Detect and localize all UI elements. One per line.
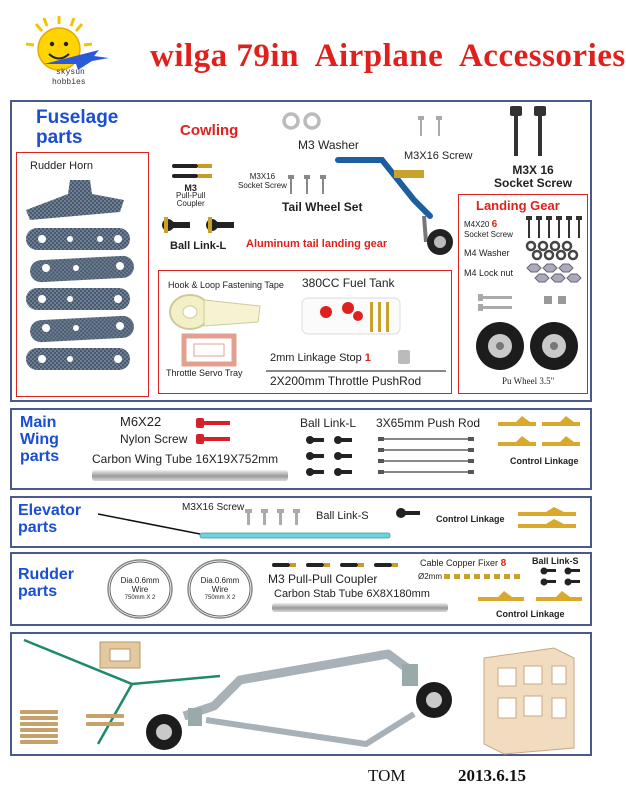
fuel-kit-box xyxy=(158,270,452,394)
main-wing-section xyxy=(10,408,592,490)
hardware-section xyxy=(10,632,592,756)
logo-text-bottom: hobbies xyxy=(52,78,86,87)
date-label: 2013.6.15 xyxy=(458,766,526,785)
screw-icon xyxy=(418,116,442,136)
rudder-control-linkage-label: Control Linkage xyxy=(496,609,565,619)
rudder-ball-link-icon xyxy=(540,567,580,586)
rudder-coupler-label: M3 Pull-Pull Coupler xyxy=(268,572,378,586)
nylon-screw-icon xyxy=(196,418,230,444)
stab-tube-icon xyxy=(272,603,448,612)
rudder-horn-parts xyxy=(26,180,134,370)
elevator-section xyxy=(10,496,592,548)
page-title: wilga 79in Airplane Accessories xyxy=(150,38,626,74)
pushrod-label: 2X200mm Throttle PushRod xyxy=(270,374,422,388)
control-linkage-wing-label: Control Linkage xyxy=(510,456,579,466)
linkage-stop-icon xyxy=(398,350,410,364)
landing-gear-box xyxy=(458,194,588,394)
tape-roll-icon xyxy=(169,294,261,330)
small-screws-icon xyxy=(288,175,326,194)
ball-link-l-wing-label: Ball Link-L xyxy=(300,416,357,430)
carbon-wing-tube-icon xyxy=(92,470,288,481)
elevator-ball-link-icon xyxy=(396,508,420,518)
wire-coil-icon xyxy=(107,559,173,619)
push-rod-label: 3X65mm Push Rod xyxy=(376,416,481,430)
logo-text-top: skysun xyxy=(56,68,85,77)
rudder-coupler-icon xyxy=(272,563,398,567)
elevator-control-linkage-label: Control Linkage xyxy=(436,514,505,524)
rudder-horn-box xyxy=(16,152,149,397)
pushrod-wire-icon xyxy=(266,370,446,372)
m6x22-label: M6X22 xyxy=(120,414,162,429)
fuel-tank-label: 380CC Fuel Tank xyxy=(302,276,395,290)
axle-bolts-icon xyxy=(478,294,566,311)
m3-coupler-label: M3 Pull-Pull Coupler xyxy=(176,183,206,208)
main-wing-heading: Main Wing parts xyxy=(20,414,60,465)
washer-icon xyxy=(282,112,321,130)
coupler-icon xyxy=(172,164,212,178)
pu-wheel-label: Pu Wheel 3.5" xyxy=(502,376,555,386)
throttle-tray-label: Throttle Servo Tray xyxy=(166,368,243,378)
m4-lock-nut-label: M4 Lock nut xyxy=(464,268,514,278)
wire-coil-icon-2 xyxy=(187,559,253,619)
ball-link-l-label: Ball Link-L xyxy=(170,240,227,252)
hardware-parts-illustration xyxy=(20,638,575,755)
cable-fixer-dia-label: Ø2mm xyxy=(418,572,442,581)
socket-screw-icon xyxy=(510,106,546,156)
linkage-stop-label: 2mm Linkage Stop 1 xyxy=(270,352,371,364)
tail-wheel-set-label: Tail Wheel Set xyxy=(282,200,363,214)
elevator-ball-link-label: Ball Link-S xyxy=(316,510,369,522)
logo: skysun hobbies xyxy=(14,14,124,94)
stab-tube-label: Carbon Stab Tube 6X8X180mm xyxy=(274,588,430,600)
rudder-horn-label: Rudder Horn xyxy=(30,160,93,172)
carbon-wing-tube-label: Carbon Wing Tube 16X19X752mm xyxy=(92,452,279,466)
fuselage-heading: Fuselage parts xyxy=(36,107,119,148)
m3-washer-label: M3 Washer xyxy=(298,138,359,152)
m4-washer-label: M4 Washer xyxy=(464,248,510,258)
servo-tray-icon xyxy=(181,333,237,367)
cowling-label: Cowling xyxy=(180,122,239,139)
elevator-screws-icon xyxy=(245,509,300,525)
wire-label-2: Dia.0.6mm Wire 750mm X 2 xyxy=(200,576,240,601)
landing-gear-heading: Landing Gear xyxy=(476,198,560,213)
ball-link-icon xyxy=(162,217,234,233)
ball-link-wing-icon xyxy=(306,436,352,476)
cable-fixer-icon xyxy=(444,574,520,579)
aluminum-gear-label: Aluminum tail landing gear xyxy=(246,238,388,250)
fuselage-section xyxy=(10,100,592,402)
rudder-control-horn-icon xyxy=(478,591,582,601)
wire-label-1: Dia.0.6mm Wire 750mm X 2 xyxy=(120,576,160,601)
control-horn-wing-icon xyxy=(498,416,580,446)
tail-gear-icon xyxy=(335,157,453,255)
rudder-ball-link-label: Ball Link-S xyxy=(532,556,579,566)
elevator-m3x16-label: M3X16 Screw xyxy=(182,502,245,513)
fuel-tank-icon xyxy=(301,297,401,335)
m3x16-socket-small-label: M3X16 Socket Screw xyxy=(238,172,287,190)
sun-logo-icon xyxy=(25,16,109,71)
nylon-screw-label: Nylon Screw xyxy=(120,432,188,446)
pu-wheel-icon xyxy=(476,322,578,370)
lock-nut-icon xyxy=(526,263,582,283)
elevator-heading: Elevator parts xyxy=(18,502,82,536)
elevator-joiner-icon xyxy=(97,513,391,539)
cable-fixer-label: Cable Copper Fixer 8 xyxy=(420,558,507,569)
m4-screws-icon xyxy=(526,216,582,238)
author-label: TOM xyxy=(368,766,406,785)
m3x16-screw-label: M3X16 Screw xyxy=(404,150,473,162)
m3x16-socket-label: M3X 16 Socket Screw xyxy=(494,163,573,190)
rudder-heading: Rudder parts xyxy=(18,566,74,600)
hook-loop-label: Hook & Loop Fastening Tape xyxy=(168,280,284,290)
push-rod-icon xyxy=(378,437,474,474)
rudder-section xyxy=(10,552,592,626)
elevator-control-horn-icon xyxy=(518,507,576,528)
m4-washers-icon xyxy=(525,240,579,261)
m4x20-label: M4X20 6 Socket Screw xyxy=(464,219,513,240)
